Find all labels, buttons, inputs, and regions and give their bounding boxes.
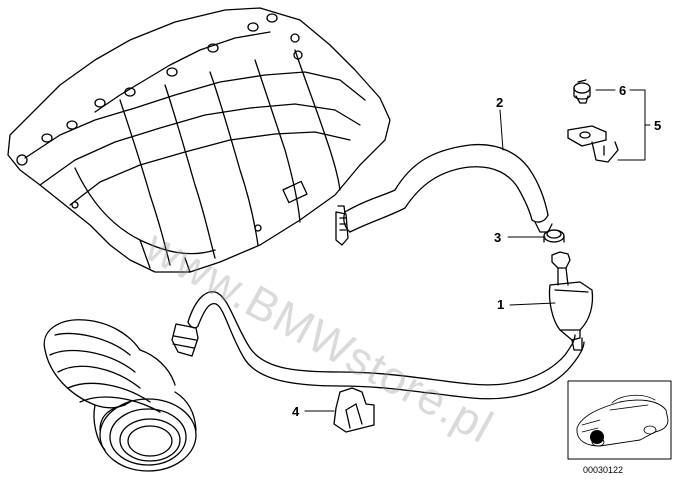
separator-valve <box>548 251 594 351</box>
location-marker <box>590 430 604 444</box>
hose-clamp <box>543 229 565 243</box>
catalog-number: 00030122 <box>583 465 624 475</box>
cap-nut <box>573 79 591 104</box>
rubber-grommet <box>333 387 375 433</box>
callout-3: 3 <box>494 230 502 245</box>
callout-5: 5 <box>654 118 662 133</box>
vehicle-inset <box>567 380 672 460</box>
intake-boot <box>43 319 197 472</box>
hose-lower <box>171 291 585 400</box>
mounting-bracket <box>567 125 619 163</box>
callout-6: 6 <box>619 83 627 98</box>
callout-1: 1 <box>497 297 505 312</box>
manifold-bolts <box>16 13 308 232</box>
callout-4: 4 <box>292 404 300 419</box>
callout-2: 2 <box>496 95 504 110</box>
intake-manifold <box>7 7 391 273</box>
leader-lines <box>304 89 651 412</box>
hose-upper <box>335 143 553 246</box>
